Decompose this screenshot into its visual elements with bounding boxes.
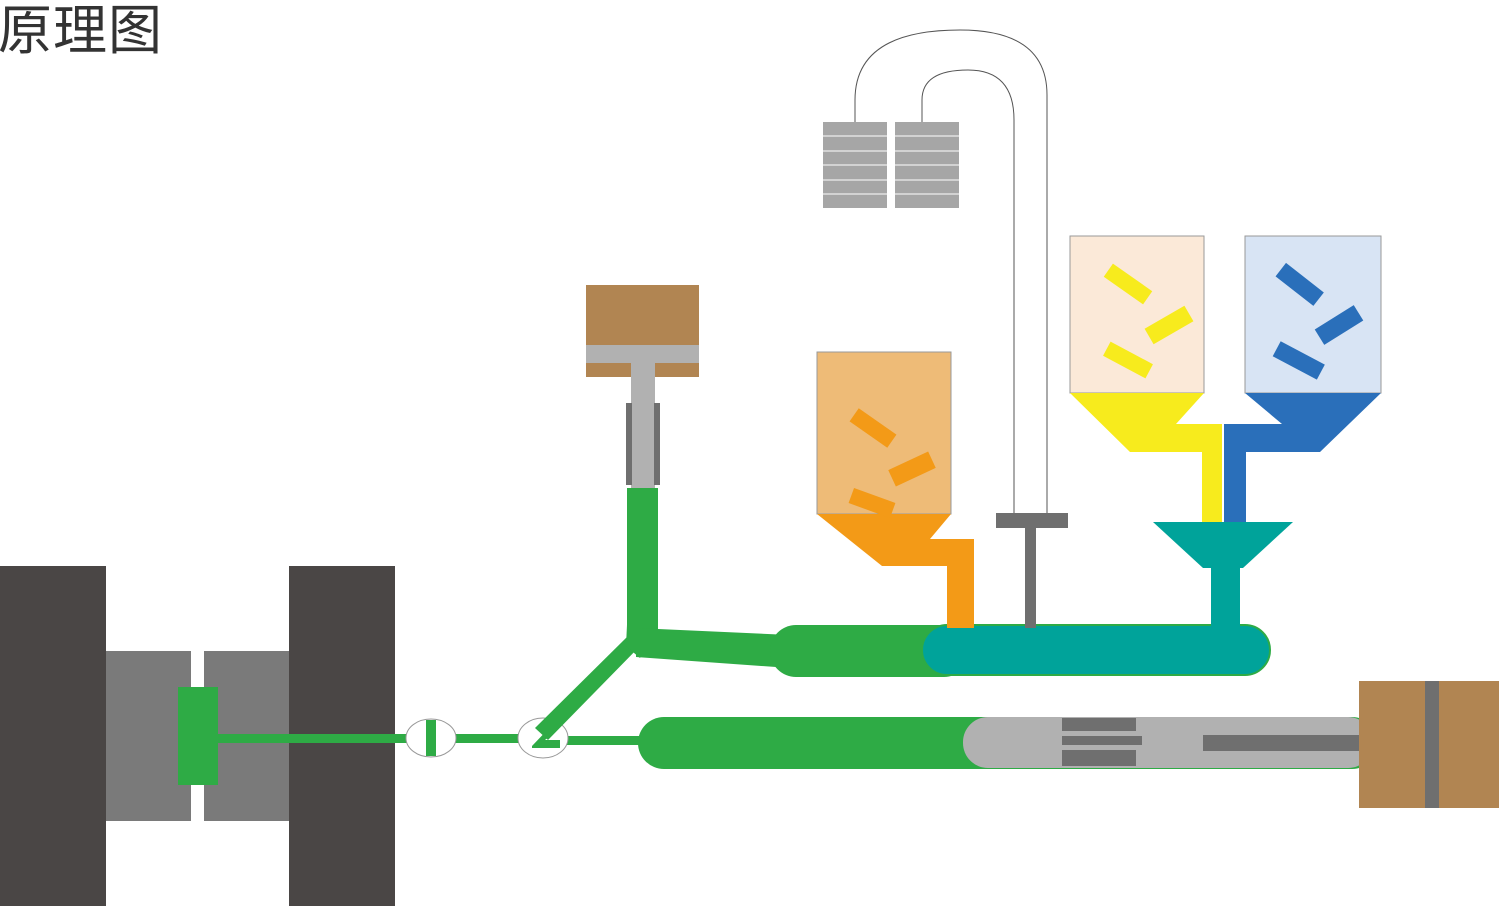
- upper-barrel-teal: [921, 624, 1271, 676]
- runner-diagonal: [535, 636, 640, 740]
- hopper-orange: [816, 351, 974, 628]
- runner-segment-2: [566, 736, 644, 745]
- hopper-blue: [1224, 235, 1382, 522]
- pellet-orange-3: [848, 487, 896, 519]
- pellet-orange-2: [888, 451, 936, 487]
- funnel-cone: [1153, 522, 1293, 568]
- probe-wire-outer: [854, 29, 1048, 513]
- pellet-blue-1: [1275, 262, 1324, 306]
- temperature-probe: [823, 29, 1068, 628]
- mold-platen-left: [0, 566, 106, 906]
- hopper-blue-fill: [1224, 393, 1381, 522]
- diagram-title: 原理图: [0, 0, 163, 62]
- pellet-orange-1: [849, 408, 897, 448]
- upper-barrel-green: [770, 625, 970, 677]
- probe-stem: [1025, 528, 1036, 628]
- shot-pot-piston: [586, 285, 699, 488]
- hopper-yellow-fill: [1070, 393, 1222, 522]
- pellet-blue-3: [1272, 341, 1325, 380]
- piston-rod: [631, 363, 655, 488]
- upper-barrel: [770, 624, 1271, 677]
- runner-segment-1: [455, 734, 521, 743]
- pellet-yellow-1: [1103, 263, 1153, 305]
- piston-sleeve-right: [654, 403, 660, 485]
- pellet-blue-2: [1314, 305, 1364, 345]
- runner-network: [405, 488, 790, 759]
- mixing-funnel: [1153, 522, 1293, 626]
- pellet-yellow-3: [1103, 341, 1153, 379]
- probe-crossbar: [996, 513, 1068, 528]
- screw-flight-bottom: [1062, 750, 1136, 766]
- hopper-yellow: [1069, 235, 1222, 522]
- lower-barrel: [638, 681, 1499, 808]
- screw-rod: [1203, 735, 1373, 751]
- mold-cavity: [178, 687, 218, 785]
- mold-half-left: [106, 651, 191, 821]
- piston-sleeve-left: [626, 403, 632, 485]
- hopper-orange-fill: [817, 514, 974, 628]
- pellet-yellow-2: [1144, 305, 1194, 345]
- runner-branch-upper: [636, 628, 790, 668]
- heater-fins: [823, 135, 959, 195]
- screw-shaft: [1062, 736, 1142, 745]
- probe-wire-inner: [921, 69, 1015, 513]
- mold-assembly: [0, 566, 408, 906]
- runner-vertical: [627, 488, 658, 640]
- screw-flight-top: [1062, 718, 1136, 731]
- piston-plate: [586, 345, 699, 363]
- valve-1-gate: [426, 720, 436, 756]
- sprue-channel: [218, 734, 408, 743]
- drive-plate: [1425, 681, 1439, 808]
- funnel-neck: [1211, 566, 1240, 626]
